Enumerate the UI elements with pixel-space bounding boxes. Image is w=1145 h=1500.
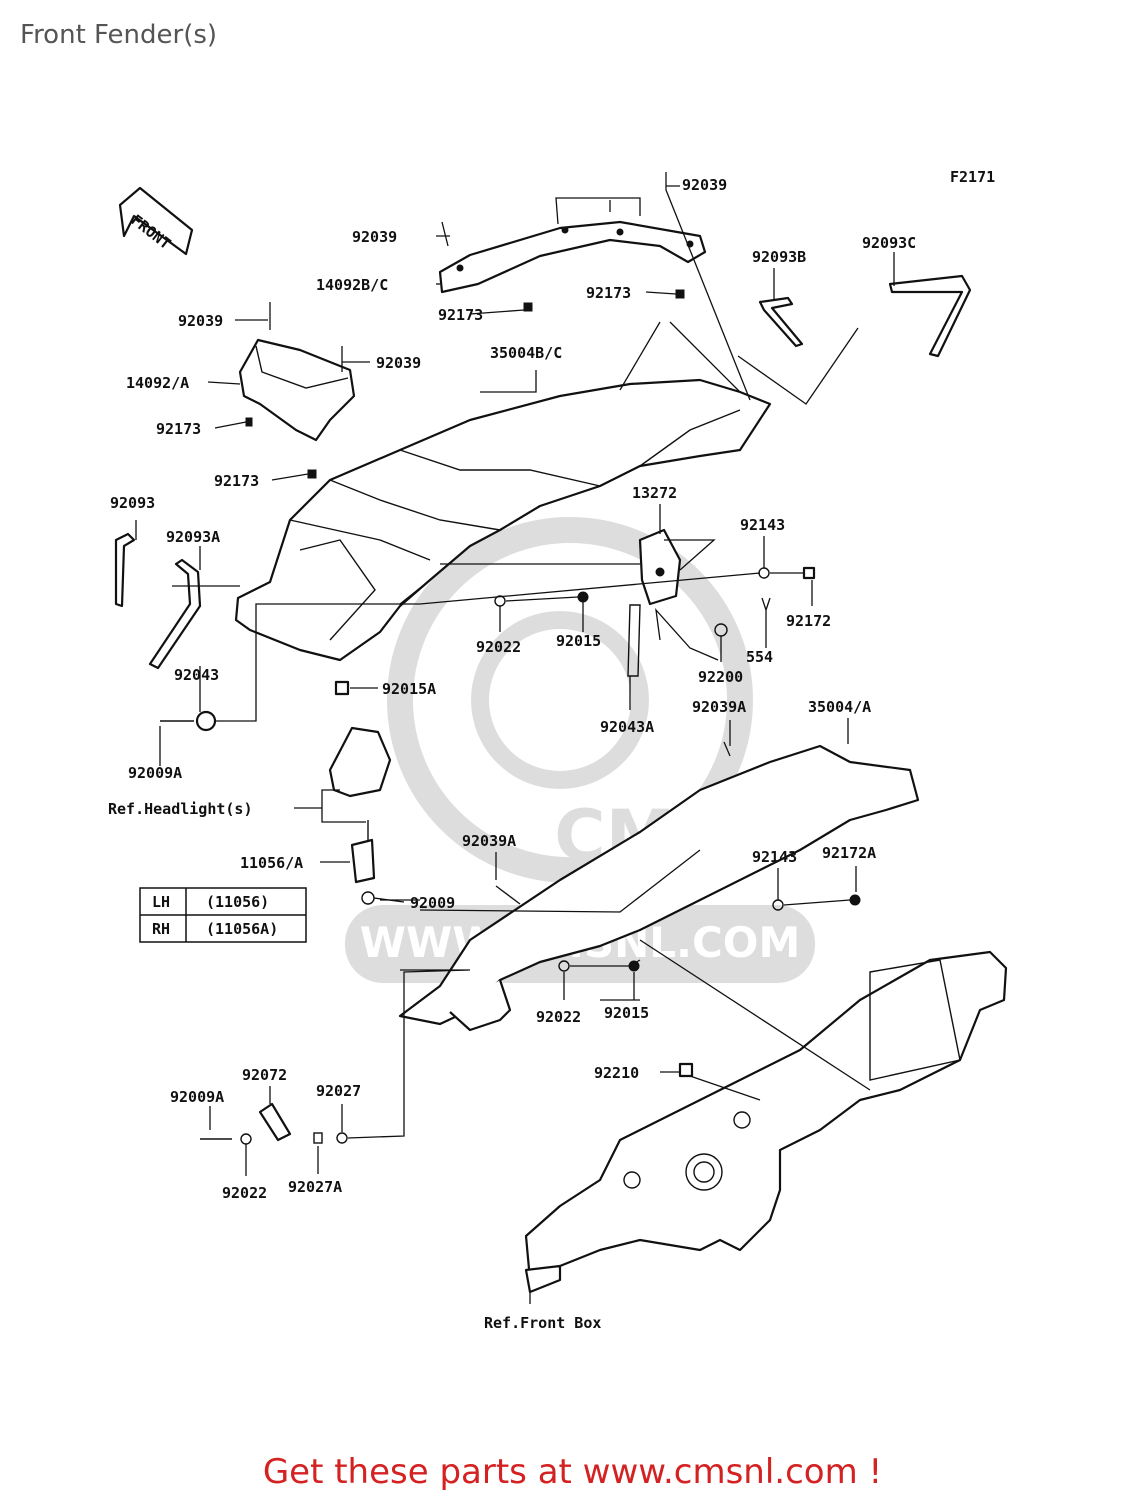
front-box	[524, 950, 1008, 1294]
label-92093c: 92093C	[862, 234, 916, 252]
label-92039a: 92039A	[462, 832, 516, 850]
label-92043: 92043	[174, 666, 219, 684]
label-92093a: 92093A	[166, 528, 220, 546]
trim-92093	[114, 532, 136, 608]
label-92210: 92210	[594, 1064, 639, 1082]
label-92172: 92172	[786, 612, 831, 630]
leader-lines	[135, 172, 895, 1304]
table-code-rh: (11056A)	[206, 920, 278, 938]
table-side-lh: LH	[152, 893, 170, 911]
label-92039: 92039	[178, 312, 223, 330]
label-14092bc: 14092B/C	[316, 276, 388, 294]
figure-code: F2171	[950, 168, 995, 186]
label-92143: 92143	[752, 848, 797, 866]
label-92027: 92027	[316, 1082, 361, 1100]
label-92093: 92093	[110, 494, 155, 512]
label-92022: 92022	[222, 1184, 267, 1202]
label-92009a: 92009A	[128, 764, 182, 782]
label-92015: 92015	[556, 632, 601, 650]
bracket-13272	[638, 528, 682, 606]
label-92039: 92039	[376, 354, 421, 372]
label-92173: 92173	[438, 306, 483, 324]
label-92200: 92200	[698, 668, 743, 686]
label-92027a: 92027A	[288, 1178, 342, 1196]
cover-14092bc	[438, 220, 707, 294]
front-fender-35004bc	[234, 378, 772, 662]
label-92173: 92173	[586, 284, 631, 302]
label-92043a: 92043A	[600, 718, 654, 736]
label-92022: 92022	[476, 638, 521, 656]
lower-fender-35004a	[398, 744, 920, 1032]
table-side-rh: RH	[152, 920, 170, 938]
label-14092a: 14092/A	[126, 374, 189, 392]
front-arrow-icon: FRONT	[118, 186, 194, 256]
label-92015: 92015	[604, 1004, 649, 1022]
label-92173: 92173	[156, 420, 201, 438]
table-code-lh: (11056)	[206, 893, 269, 911]
label-35004a: 35004/A	[808, 698, 871, 716]
label-554: 554	[746, 648, 773, 666]
bracket-92072	[258, 1102, 292, 1142]
label-35004bc: 35004B/C	[490, 344, 562, 362]
label-92072: 92072	[242, 1066, 287, 1084]
label-92172a: 92172A	[822, 844, 876, 862]
page-title: Front Fender(s)	[20, 20, 218, 50]
label-92009a: 92009A	[170, 1088, 224, 1106]
label-92039: 92039	[682, 176, 727, 194]
label-92039: 92039	[352, 228, 397, 246]
trim-92093c	[888, 274, 972, 358]
label-92015a: 92015A	[382, 680, 436, 698]
side-table: LH (11056) RH (11056A)	[139, 887, 307, 943]
trim-92093a	[148, 558, 202, 670]
label-92173: 92173	[214, 472, 259, 490]
label-92143: 92143	[740, 516, 785, 534]
label-92009: 92009	[410, 894, 455, 912]
cover-14092a	[238, 338, 356, 442]
headlight-bracket	[328, 726, 392, 884]
label-13272: 13272	[632, 484, 677, 502]
part-labels: 92039 92039 14092B/C 92173 92173 92093B …	[108, 176, 916, 1332]
label-92039a: 92039A	[692, 698, 746, 716]
label-11056a: 11056/A	[240, 854, 303, 872]
label-92022: 92022	[536, 1008, 581, 1026]
promo-link[interactable]: Get these parts at www.cmsnl.com !	[262, 1452, 883, 1492]
label-92093b: 92093B	[752, 248, 806, 266]
label-ref-frontbox: Ref.Front Box	[484, 1314, 601, 1332]
label-ref-headlight: Ref.Headlight(s)	[108, 800, 253, 818]
trim-92093b	[758, 296, 804, 348]
